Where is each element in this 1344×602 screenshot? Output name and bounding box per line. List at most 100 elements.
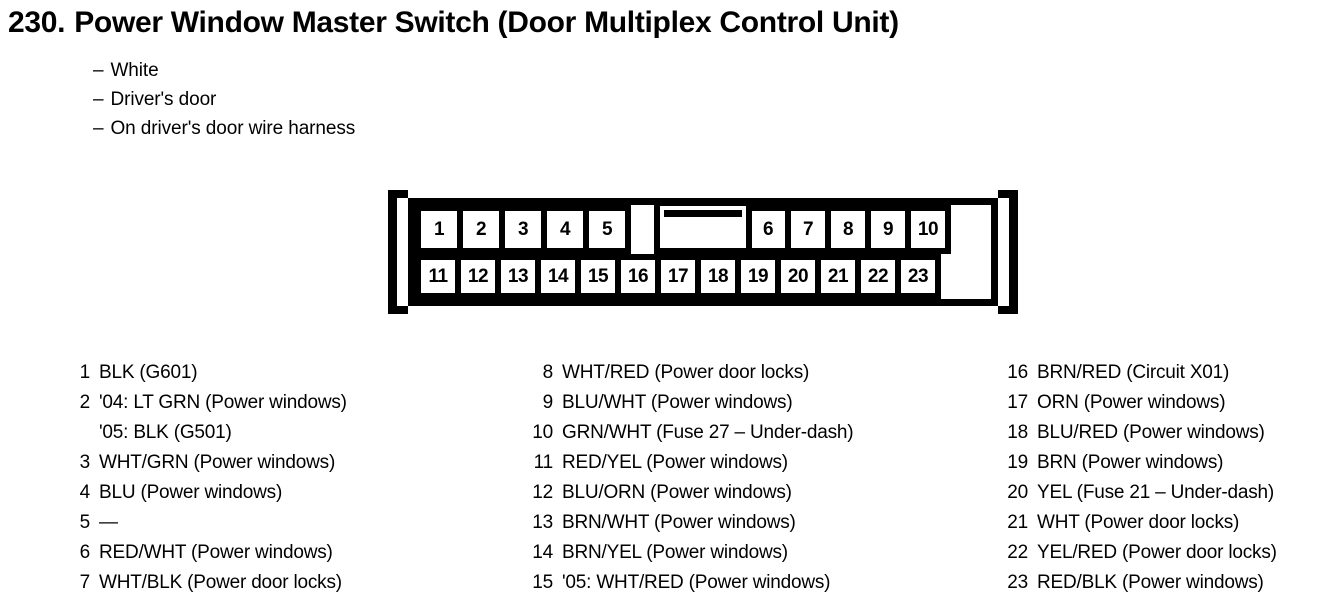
pin-legend-row: 22 YEL/RED (Power door locks) (1002, 542, 1277, 572)
pin-legend-row: 23 RED/BLK (Power windows) (1002, 572, 1277, 602)
pin-legend-description: YEL/RED (Power door locks) (1037, 542, 1277, 563)
pin-legend-row: 2 '04: LT GRN (Power windows) (64, 392, 347, 422)
note-text: On driver's door wire harness (110, 118, 356, 139)
connector-diagram: 1 2 3 4 5 6 7 8 9 10 11 12 13 14 15 16 1… (388, 190, 1018, 314)
pin-cell-10[interactable]: 10 (905, 205, 951, 254)
pin-legend-description: BRN (Power windows) (1037, 452, 1224, 473)
pin-legend-description: BLU (Power windows) (99, 482, 283, 503)
pin-legend-number: 6 (79, 542, 91, 563)
pin-legend-row: 9 BLU/WHT (Power windows) (527, 392, 853, 422)
pin-legend-row: 4 BLU (Power windows) (64, 482, 347, 512)
note-dash: – (93, 60, 104, 81)
pin-legend-row: 19 BRN (Power windows) (1002, 452, 1277, 482)
pin-cell-21[interactable]: 21 (815, 254, 861, 299)
pin-legend-row: 16 BRN/RED (Circuit X01) (1002, 362, 1277, 392)
pin-legend-number: 4 (79, 482, 91, 503)
note-item: –White (93, 56, 355, 85)
pin-legend-description: BLU/ORN (Power windows) (562, 482, 792, 503)
pin-cell-2[interactable]: 2 (457, 205, 505, 254)
pin-legend-description: WHT/GRN (Power windows) (99, 452, 336, 473)
flange-bar-left (388, 190, 397, 314)
pin-legend-number: 17 (1007, 392, 1028, 413)
pin-legend-column-3: 16 BRN/RED (Circuit X01) 17 ORN (Power wind… (1002, 362, 1277, 602)
pin-legend-description: BRN/RED (Circuit X01) (1037, 362, 1230, 383)
pin-legend-description: BLU/WHT (Power windows) (562, 392, 793, 413)
pin-legend-row: 5— (64, 512, 347, 542)
pin-legend-number: 22 (1007, 542, 1028, 563)
note-text: Driver's door (110, 89, 217, 110)
pin-row-bottom: 11 12 13 14 15 16 17 18 19 20 21 22 23 (415, 254, 941, 299)
pin-legend-description: '04: LT GRN (Power windows) (99, 392, 347, 413)
pin-legend-description: RED/BLK (Power windows) (1037, 572, 1264, 593)
pin-legend-row: '05: BLK (G501) (64, 422, 347, 452)
pin-legend-number: 9 (542, 392, 554, 413)
pin-legend-row: 18 BLU/RED (Power windows) (1002, 422, 1277, 452)
pin-legend-number: 12 (532, 482, 553, 503)
pin-legend-description: BRN/YEL (Power windows) (562, 542, 788, 563)
pin-legend-description: '05: BLK (G501) (99, 422, 232, 443)
pin-legend-number: 19 (1007, 452, 1028, 473)
pin-legend-description: ORN (Power windows) (1037, 392, 1226, 413)
pin-cell-4[interactable]: 4 (541, 205, 589, 254)
note-text: White (110, 60, 159, 81)
pin-legend-row: 17 ORN (Power windows) (1002, 392, 1277, 422)
pin-cell-5[interactable]: 5 (583, 205, 631, 254)
pin-legend-number: 15 (532, 572, 553, 593)
corner-tab-bottom-left (388, 306, 408, 314)
pin-cell-1[interactable]: 1 (415, 205, 463, 254)
pin-legend-description: WHT/BLK (Power door locks) (99, 572, 342, 593)
pin-cell-23[interactable]: 23 (895, 254, 941, 299)
pin-legend-row: 1 BLK (G601) (64, 362, 347, 392)
pin-cell-15[interactable]: 15 (575, 254, 621, 299)
pin-legend-description: GRN/WHT (Fuse 27 – Under-dash) (562, 422, 854, 443)
pin-legend-number: 13 (532, 512, 553, 533)
pin-legend-description: '05: WHT/RED (Power windows) (562, 572, 831, 593)
pin-legend-row: 20 YEL (Fuse 21 – Under-dash) (1002, 482, 1277, 512)
pin-legend-number: 20 (1007, 482, 1028, 503)
pin-cell-17[interactable]: 17 (655, 254, 701, 299)
pin-legend-number: 1 (79, 362, 91, 383)
pin-legend-row: 13 BRN/WHT (Power windows) (527, 512, 853, 542)
page-title-text: Power Window Master Switch (Door Multipl… (74, 6, 899, 39)
pin-cell-12[interactable]: 12 (455, 254, 501, 299)
section-number: 230. (8, 6, 66, 39)
keyway-spacer-block-a (637, 205, 649, 254)
connector-keyway (654, 200, 752, 254)
pin-legend-number: 2 (79, 392, 91, 413)
pin-legend-number: 7 (79, 572, 91, 593)
pin-cell-3[interactable]: 3 (499, 205, 547, 254)
pin-legend-row: 7 WHT/BLK (Power door locks) (64, 572, 347, 602)
pin-legend-row: 12 BLU/ORN (Power windows) (527, 482, 853, 512)
pin-legend-number: 23 (1007, 572, 1028, 593)
pin-legend-description: BLU/RED (Power windows) (1037, 422, 1265, 443)
pin-legend-row: 10 GRN/WHT (Fuse 27 – Under-dash) (527, 422, 853, 452)
corner-tab-top-left (388, 190, 408, 198)
pin-legend-column-1: 1 BLK (G601) 2 '04: LT GRN (Power windows) '… (64, 362, 347, 602)
pin-legend-description: WHT/RED (Power door locks) (562, 362, 810, 383)
flange-bar-right (1009, 190, 1018, 314)
note-item: –Driver's door (93, 85, 355, 114)
note-dash: – (93, 118, 104, 139)
connector-notes: –White –Driver's door –On driver's door … (93, 56, 355, 143)
pin-legend-description: YEL (Fuse 21 – Under-dash) (1037, 482, 1274, 503)
pin-legend-description: RED/YEL (Power windows) (562, 452, 788, 473)
pin-legend-number: 18 (1007, 422, 1028, 443)
pin-legend-description: — (99, 512, 118, 533)
note-dash: – (93, 89, 104, 110)
keyway-slot (664, 210, 742, 217)
pin-legend-number: 10 (532, 422, 553, 443)
connector-left-flange (388, 190, 408, 314)
pin-legend-row: 15 '05: WHT/RED (Power windows) (527, 572, 853, 602)
pin-legend-description: BRN/WHT (Power windows) (562, 512, 796, 533)
page-title: 230.Power Window Master Switch (Door Mul… (8, 6, 899, 40)
pin-legend-description: BLK (G601) (99, 362, 198, 383)
pin-legend-number: 16 (1007, 362, 1028, 383)
pin-cell-20[interactable]: 20 (775, 254, 821, 299)
